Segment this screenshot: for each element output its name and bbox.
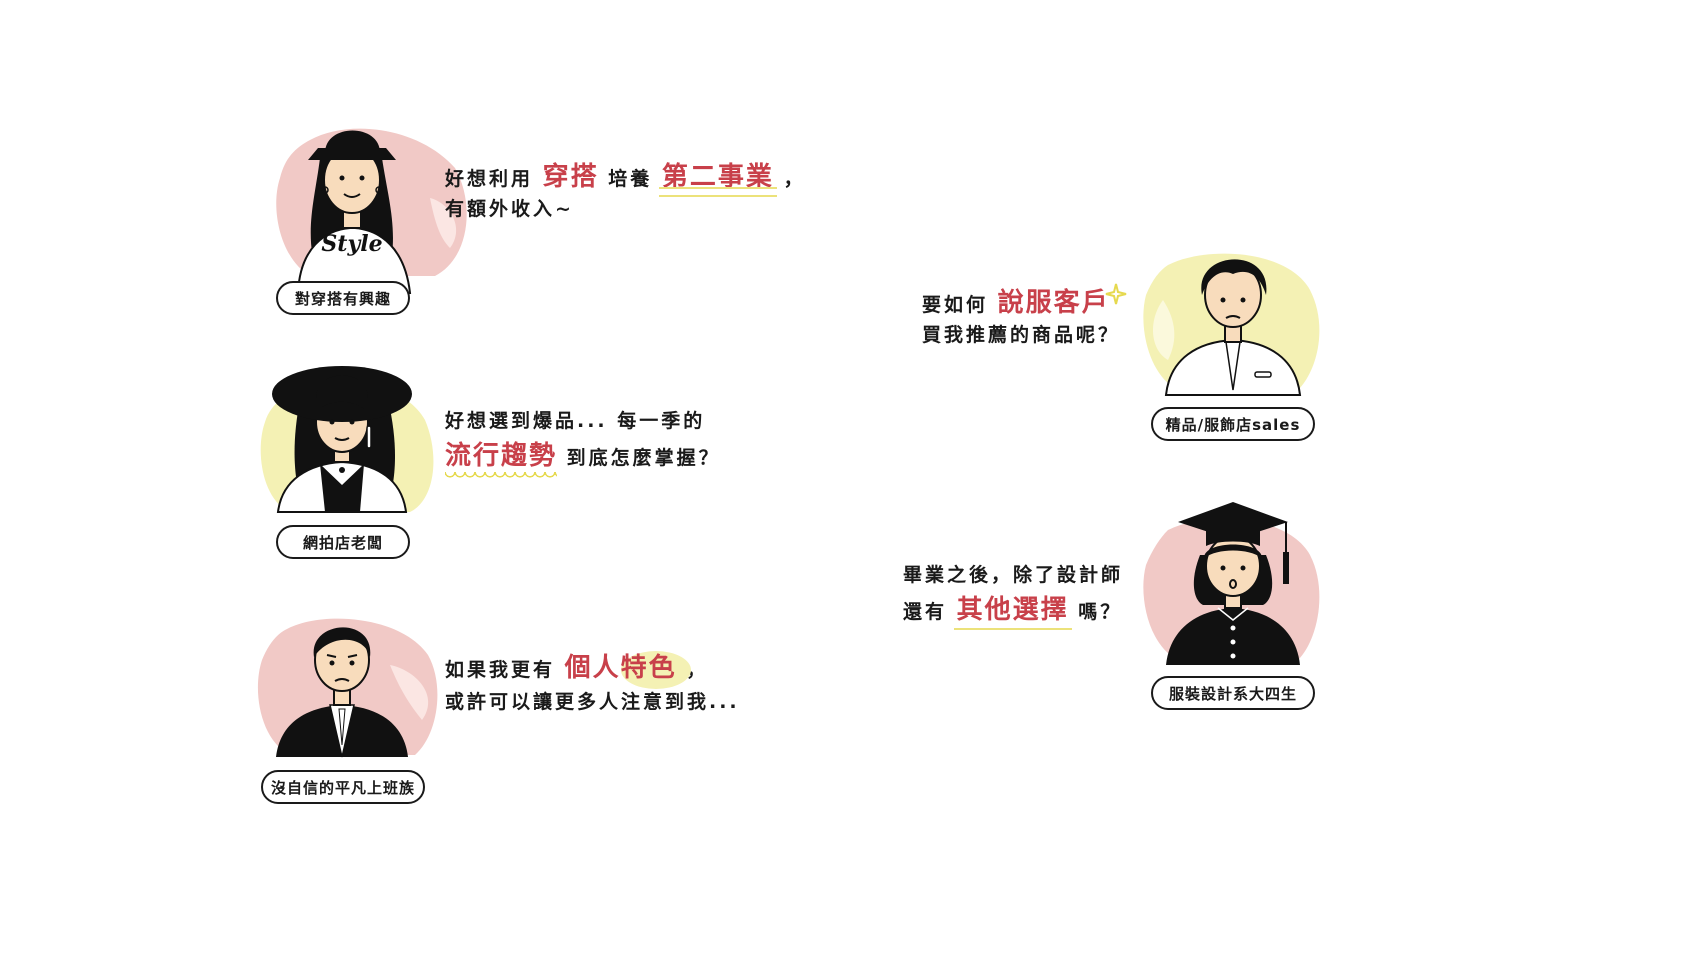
tag-boutique-sales: 精品/服飾店sales [1151,407,1315,441]
tag-office-worker: 沒自信的平凡上班族 [261,770,425,804]
highlight-text: 其他選擇 [953,595,1072,630]
quote-text: 要如何 [922,294,989,316]
graduate-avatar [1143,502,1320,665]
highlight-text: 流行趨勢 [445,441,558,478]
sparkle-icon [1105,283,1127,305]
highlight-text: 第二事業 [658,162,777,197]
quote-fashion-interest: 好想利用 穿搭 培養 第二事業 ， 有額外收入~ [445,164,806,219]
office-worker-avatar [257,618,438,758]
quote-line-1: 好想選到爆品... 每一季的 [445,410,706,432]
quote-text: 如果我更有 [445,659,556,681]
shirt-style-text: Style [321,231,382,257]
quote-line-2: 還有 其他選擇 嗎？ [903,595,1123,630]
quote-line-2: 有額外收入~ [445,198,574,220]
tag-design-student: 服裝設計系大四生 [1151,676,1315,710]
tag-label: 對穿搭有興趣 [294,289,391,308]
quote-line-2: 或許可以讓更多人注意到我... [445,691,740,713]
quote-text: 還有 [903,601,948,623]
quote-boutique-sales: 要如何 說服客戶 買我推薦的商品呢？ [922,290,1120,345]
tag-label: 服裝設計系大四生 [1168,684,1297,703]
tag-label: 精品/服飾店sales [1165,415,1301,434]
quote-text: 培養 [608,168,653,190]
quote-text: 嗎？ [1078,601,1123,623]
highlight-text: 穿搭 [542,162,599,192]
highlight-text: 說服客戶 [997,288,1110,318]
tag-label: 沒自信的平凡上班族 [270,778,415,797]
shop-owner-avatar [260,366,434,513]
quote-text: ， [686,659,709,681]
tag-shop-owner: 網拍店老闆 [276,525,410,559]
sales-avatar [1143,253,1320,396]
quote-text: 到底怎麼掌握？ [566,447,721,469]
quote-text: ， [783,168,806,190]
highlight-text: 個人特色 [564,651,691,689]
quote-shop-owner: 好想選到爆品... 每一季的 流行趨勢 到底怎麼掌握？ [445,410,721,478]
quote-design-student: 畢業之後，除了設計師 還有 其他選擇 嗎？ [903,564,1124,630]
tag-label: 網拍店老闆 [302,533,383,552]
quote-office-worker: 如果我更有 個人特色 ， 或許可以讓更多人注意到我... [445,651,740,713]
quote-line-2: 流行趨勢 到底怎麼掌握？ [445,441,721,478]
quote-text: 好想利用 [445,168,534,190]
quote-line-1: 好想利用 穿搭 培養 第二事業 ， [445,162,806,197]
tag-fashion-interest: 對穿搭有興趣 [276,281,410,315]
quote-line-1: 要如何 說服客戶 [922,290,1120,316]
fashion-girl-avatar: Style [276,128,467,294]
quote-line-2: 買我推薦的商品呢？ [922,324,1121,346]
quote-line-1: 畢業之後，除了設計師 [903,564,1124,586]
quote-line-1: 如果我更有 個人特色 ， [445,651,740,689]
